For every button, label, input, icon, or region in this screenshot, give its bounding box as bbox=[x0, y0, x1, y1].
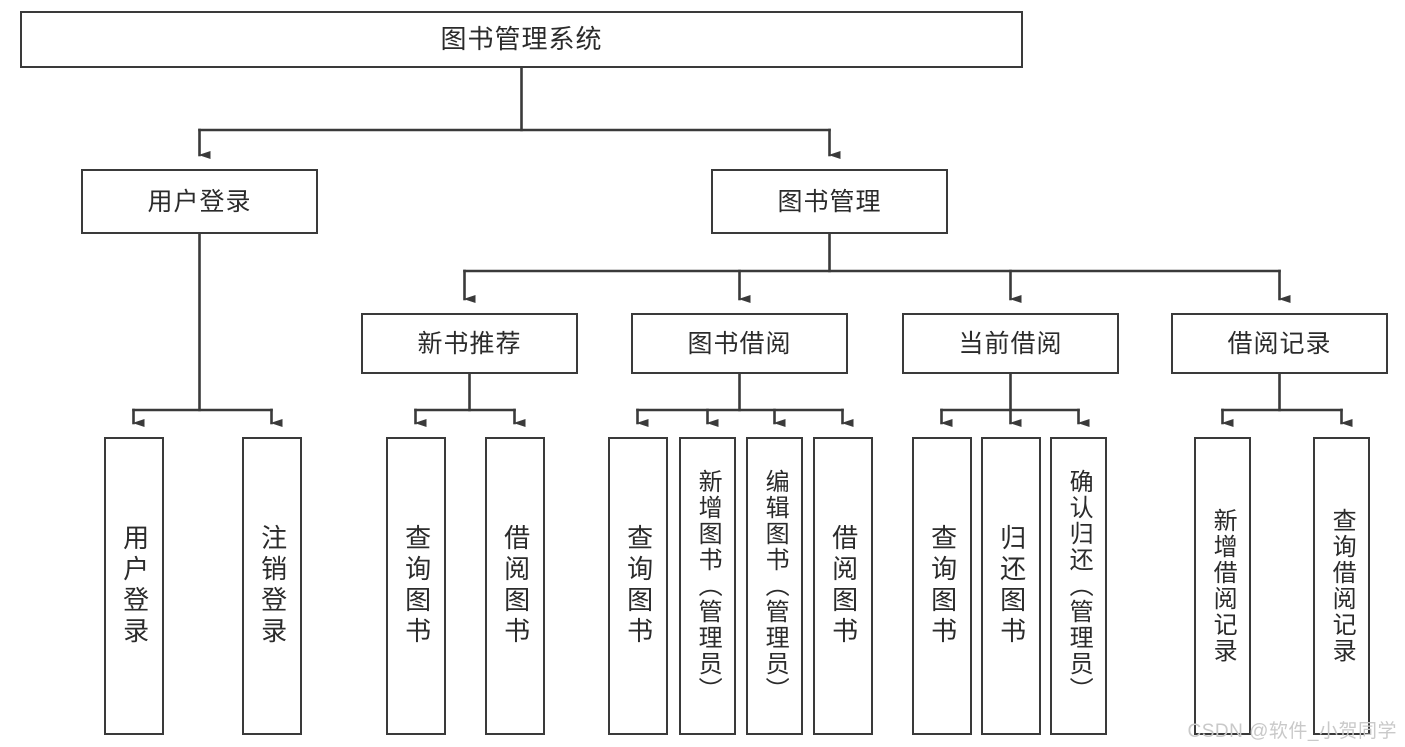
node-label: 归还图书 bbox=[996, 524, 1027, 648]
node-label: 查询借阅记录 bbox=[1328, 508, 1356, 664]
node-label: 查询图书 bbox=[401, 524, 432, 648]
leaf-return-books[interactable]: 归还图书 bbox=[981, 437, 1041, 735]
node-borrowing-records[interactable]: 借阅记录 bbox=[1171, 313, 1388, 374]
node-book-borrowing[interactable]: 图书借阅 bbox=[631, 313, 848, 374]
leaf-borrow-books-borrowing[interactable]: 借阅图书 bbox=[813, 437, 873, 735]
leaf-query-borrowing-record[interactable]: 查询借阅记录 bbox=[1313, 437, 1370, 735]
leaf-query-books-borrowing[interactable]: 查询图书 bbox=[608, 437, 668, 735]
leaf-user-login[interactable]: 用户登录 bbox=[104, 437, 164, 735]
node-book-management[interactable]: 图书管理 bbox=[711, 169, 948, 234]
node-label: 编辑图书（管理员） bbox=[761, 469, 789, 703]
leaf-logout[interactable]: 注销登录 bbox=[242, 437, 302, 735]
node-label: 确认归还（管理员） bbox=[1065, 469, 1093, 703]
node-label: 借阅图书 bbox=[828, 524, 859, 648]
node-label: 当前借阅 bbox=[958, 329, 1063, 358]
leaf-add-book-admin[interactable]: 新增图书（管理员） bbox=[679, 437, 736, 735]
node-label: 借阅图书 bbox=[500, 524, 531, 648]
node-label: 查询图书 bbox=[927, 524, 958, 648]
node-label: 注销登录 bbox=[257, 524, 288, 648]
node-label: 图书借阅 bbox=[687, 329, 792, 358]
node-label: 新增图书（管理员） bbox=[694, 469, 722, 703]
node-label: 图书管理 bbox=[777, 187, 882, 216]
node-label: 查询图书 bbox=[623, 524, 654, 648]
csdn-watermark: CSDN @软件_小贺同学 bbox=[1187, 721, 1397, 742]
node-label: 借阅记录 bbox=[1227, 329, 1332, 358]
node-user-login[interactable]: 用户登录 bbox=[81, 169, 318, 234]
leaf-borrow-books-recommendation[interactable]: 借阅图书 bbox=[485, 437, 545, 735]
node-label: 新书推荐 bbox=[417, 329, 522, 358]
node-root-book-management-system[interactable]: 图书管理系统 bbox=[20, 11, 1023, 68]
node-label: 新增借阅记录 bbox=[1209, 508, 1237, 664]
node-label: 用户登录 bbox=[147, 187, 252, 216]
node-new-book-recommendation[interactable]: 新书推荐 bbox=[361, 313, 578, 374]
node-label: 图书管理系统 bbox=[440, 23, 603, 54]
leaf-add-borrowing-record[interactable]: 新增借阅记录 bbox=[1194, 437, 1251, 735]
node-current-borrowing[interactable]: 当前借阅 bbox=[902, 313, 1119, 374]
leaf-query-books-current[interactable]: 查询图书 bbox=[912, 437, 972, 735]
leaf-query-books-recommendation[interactable]: 查询图书 bbox=[386, 437, 446, 735]
leaf-confirm-return-admin[interactable]: 确认归还（管理员） bbox=[1050, 437, 1107, 735]
leaf-edit-book-admin[interactable]: 编辑图书（管理员） bbox=[746, 437, 803, 735]
node-label: 用户登录 bbox=[119, 524, 150, 648]
